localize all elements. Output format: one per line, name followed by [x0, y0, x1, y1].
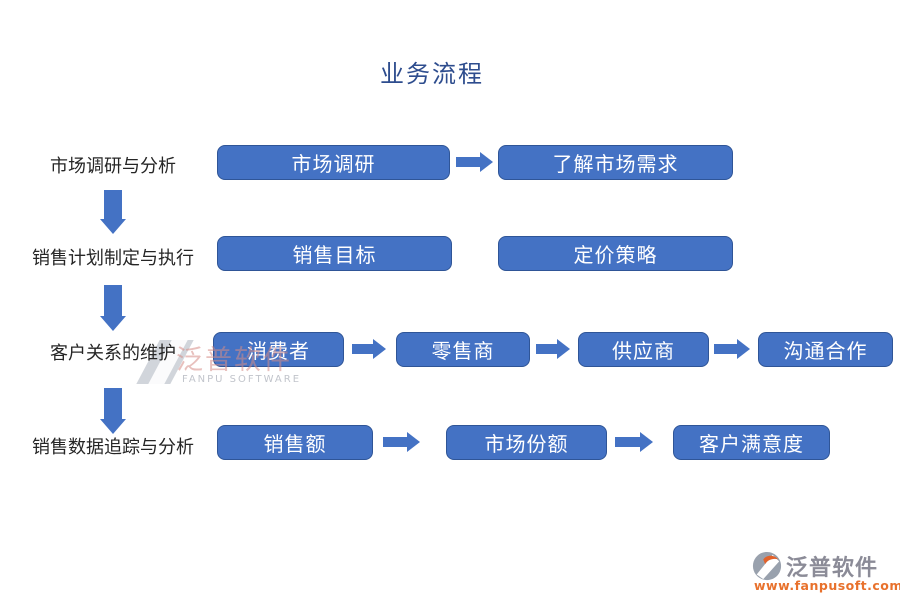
right-arrow-icon	[383, 437, 407, 447]
flow-node-sales-amount: 销售额	[217, 425, 373, 460]
brand-name: 泛普软件	[786, 555, 879, 581]
page-title: 业务流程	[380, 60, 484, 88]
row-label-sales-data: 销售数据追踪与分析	[32, 437, 194, 458]
flow-node-communication: 沟通合作	[758, 332, 893, 367]
flow-node-pricing-strategy: 定价策略	[498, 236, 733, 271]
brand-url: www.fanpusoft.com	[754, 578, 900, 593]
down-arrow-icon	[104, 388, 122, 419]
brand-logo: 泛普软件 www.fanpusoft.com	[752, 550, 900, 594]
flow-node-supplier: 供应商	[578, 332, 709, 367]
row-label-market-research: 市场调研与分析	[50, 156, 176, 177]
flow-node-market-share: 市场份额	[446, 425, 607, 460]
right-arrow-icon	[714, 344, 737, 354]
watermark-subtext: FANPU SOFTWARE	[182, 374, 302, 385]
row-label-sales-plan: 销售计划制定与执行	[32, 248, 194, 269]
flow-node-retailer: 零售商	[396, 332, 530, 367]
flow-node-consumer: 消费者	[213, 332, 344, 367]
right-arrow-icon	[536, 344, 557, 354]
flow-node-understand-demand: 了解市场需求	[498, 145, 733, 180]
right-arrow-icon	[615, 437, 640, 447]
flow-node-market-research: 市场调研	[217, 145, 450, 180]
fanpu-logo-icon	[752, 551, 782, 581]
down-arrow-icon	[104, 285, 122, 316]
flow-node-sales-target: 销售目标	[217, 236, 452, 271]
row-label-customer-relations: 客户关系的维护	[50, 343, 176, 364]
flow-node-customer-satisfaction: 客户满意度	[673, 425, 830, 460]
down-arrow-icon	[104, 190, 122, 219]
right-arrow-icon	[352, 344, 373, 354]
right-arrow-icon	[456, 157, 480, 167]
